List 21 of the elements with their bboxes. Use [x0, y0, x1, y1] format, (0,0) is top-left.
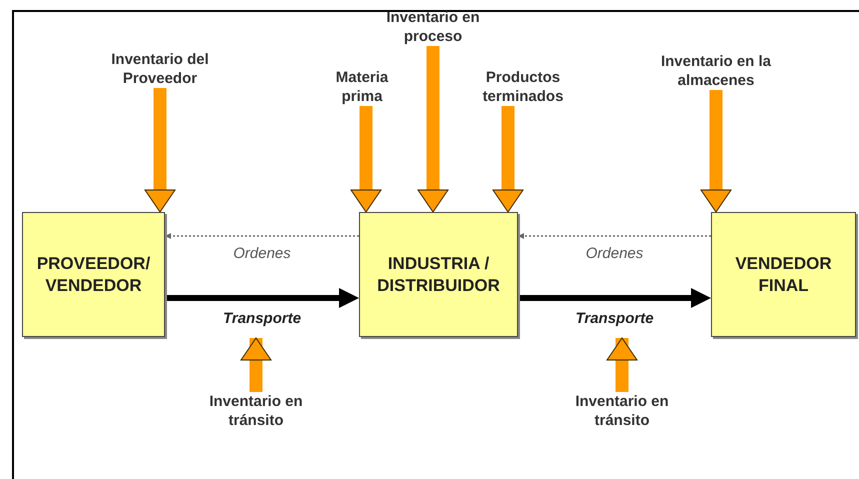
- arrow: [165, 288, 359, 308]
- block-arrow: [418, 46, 448, 212]
- inventory-label: Inventario en tránsito: [196, 392, 316, 430]
- inventory-label: Materia prima: [325, 68, 399, 106]
- block-arrow: [144, 88, 176, 212]
- stage-box: VENDEDOR FINAL: [711, 212, 856, 337]
- block-arrow: [700, 90, 732, 212]
- inventory-label: Inventario en proceso: [375, 8, 491, 46]
- block-arrow: [240, 338, 272, 392]
- inventory-label: Inventario en tránsito: [562, 392, 682, 430]
- block-arrow: [606, 338, 638, 392]
- inventory-label: Inventario del Proveedor: [100, 50, 220, 88]
- arrow: [518, 288, 711, 308]
- stage-box: PROVEEDOR/ VENDEDOR: [22, 212, 165, 337]
- block-arrow: [492, 106, 524, 212]
- block-arrow: [350, 106, 382, 212]
- arrow: [165, 233, 359, 239]
- inventory-label: Inventario en la almacenes: [656, 52, 776, 90]
- inventory-label: Productos terminados: [470, 68, 576, 106]
- arrow: [518, 233, 711, 239]
- stage-box: INDUSTRIA / DISTRIBUIDOR: [359, 212, 518, 337]
